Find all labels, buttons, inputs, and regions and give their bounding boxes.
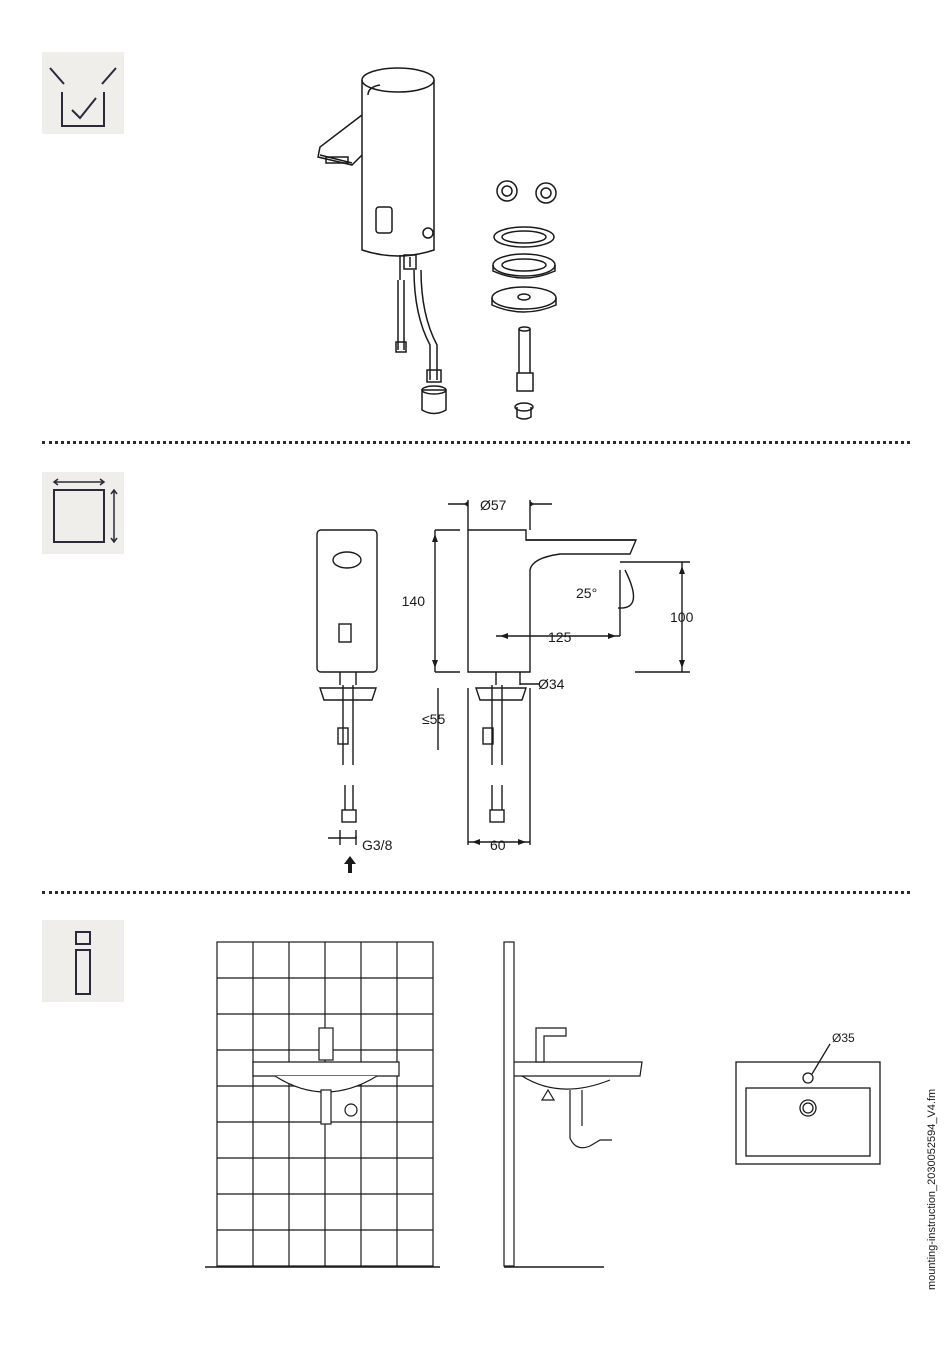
wall-side-view [500, 940, 660, 1270]
spout-height-label: 100 [670, 609, 694, 625]
checklist-box-icon [42, 52, 124, 134]
deck-thickness-label: ≤55 [422, 711, 445, 727]
connection-thread-label: G3/8 [362, 837, 393, 853]
section-divider [42, 891, 910, 894]
basin-top-view: Ø35 [730, 1030, 890, 1170]
top-diameter-label: Ø57 [480, 497, 507, 513]
dimension-drawing: Ø57 140 100 25° 125 Ø34 ≤55 60 G3/8 [300, 490, 720, 880]
hole-diameter-label: Ø35 [832, 1031, 855, 1045]
dimensions-box-icon [42, 472, 124, 554]
base-width-label: 60 [490, 837, 506, 853]
tiled-wall-front-view [205, 940, 440, 1270]
spout-angle-label: 25° [576, 585, 597, 601]
height-label: 140 [402, 593, 426, 609]
base-diameter-label: Ø34 [538, 676, 565, 692]
scope-of-delivery-drawing [290, 55, 590, 435]
spout-reach-label: 125 [548, 629, 572, 645]
footer-filename: mounting-instruction_2030052594_V4.fm [926, 1089, 938, 1290]
info-icon [42, 920, 124, 1002]
section-divider [42, 441, 910, 444]
